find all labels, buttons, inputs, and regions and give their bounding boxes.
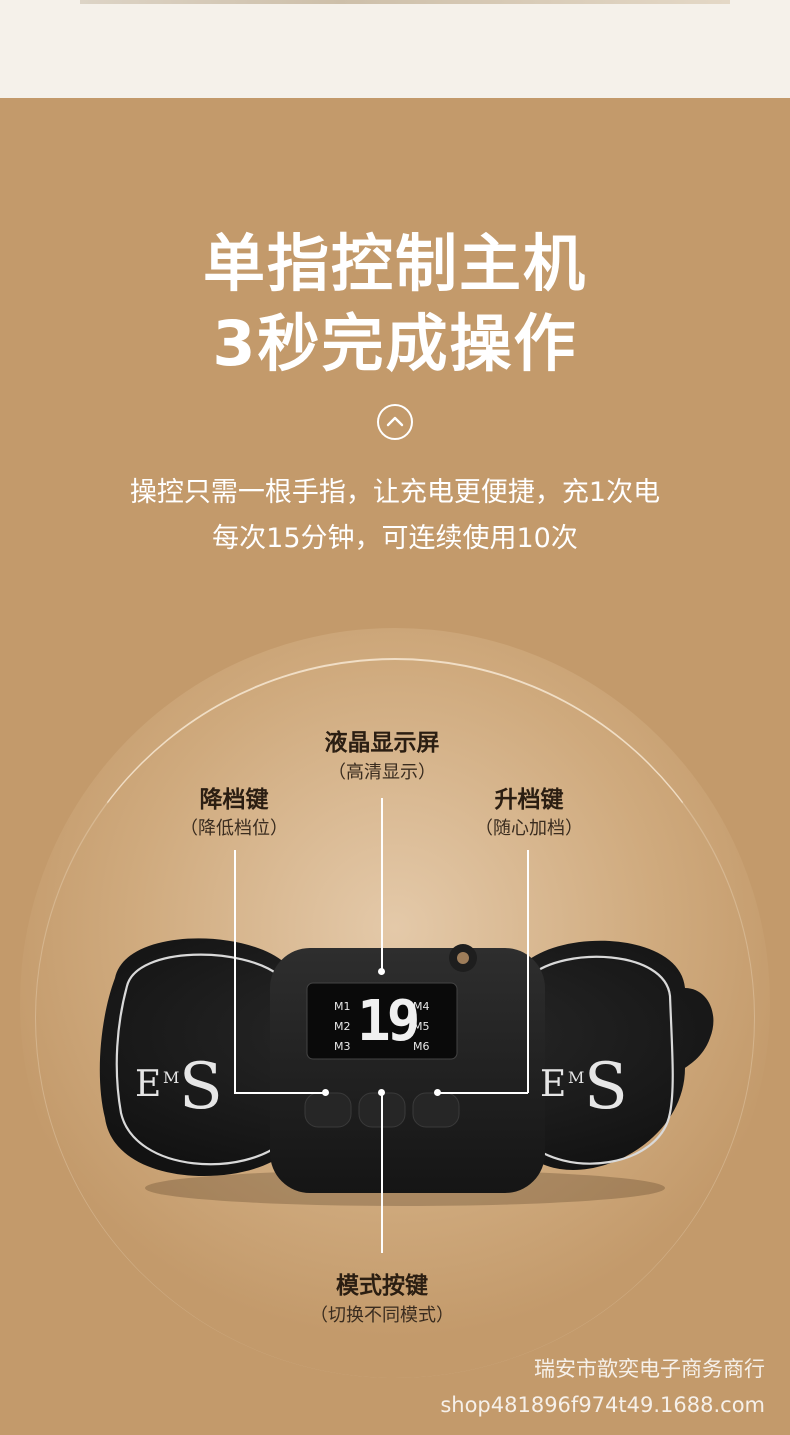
up-key-label-title: 升档键: [494, 787, 564, 813]
lcd-mode-m3: M3: [334, 1040, 351, 1053]
lcd-mode-m4: M4: [413, 1000, 430, 1013]
lcd-mode-m2: M2: [334, 1020, 351, 1033]
ems-massager-device: E M S E M S M1 M2 M3 M4 M5 M6 19: [95, 918, 715, 1218]
shop-url[interactable]: shop481896f974t49.1688.com: [440, 1393, 765, 1417]
svg-text:E: E: [135, 1064, 161, 1105]
headline-line1: 单指控制主机: [202, 227, 587, 300]
up-key-callout-dot: [434, 1089, 441, 1096]
shop-name: 瑞安市歆奕电子商务商行: [534, 1357, 765, 1381]
lcd-callout-dot: [378, 968, 385, 975]
lcd-mode-m1: M1: [334, 1000, 351, 1013]
svg-text:E: E: [540, 1064, 566, 1105]
main-panel: 单指控制主机 3秒完成操作 操控只需一根手指，让充电更便捷，充1次电 每次15分…: [0, 98, 790, 1435]
background-arc: [35, 658, 755, 1378]
lcd-modes-right: M4 M5 M6: [413, 997, 430, 1057]
svg-text:S: S: [179, 1050, 223, 1124]
down-key-callout-dot: [322, 1089, 329, 1096]
svg-text:S: S: [584, 1050, 628, 1124]
up-key-button[interactable]: [413, 1093, 459, 1127]
svg-text:M: M: [568, 1068, 584, 1087]
top-image-strip: [80, 0, 730, 4]
chevron-up-icon: [377, 404, 413, 440]
lcd-callout-line: [381, 798, 383, 972]
mode-key-label-title: 模式按键: [336, 1273, 428, 1299]
down-key-button[interactable]: [305, 1093, 351, 1127]
up-key-callout-horizontal: [436, 1092, 528, 1094]
mode-key-label-sub: （切换不同模式）: [310, 1305, 454, 1326]
lcd-modes-left: M1 M2 M3: [334, 997, 351, 1057]
mode-key-callout-dot: [378, 1089, 385, 1096]
description-line2: 每次15分钟，可连续使用10次: [212, 523, 578, 554]
mode-key-callout-line: [381, 1093, 383, 1253]
up-key-label-sub: （随心加档）: [475, 818, 583, 839]
svg-text:M: M: [163, 1068, 179, 1087]
up-key-callout-vertical: [527, 850, 529, 1093]
down-key-label-title: 降档键: [199, 787, 269, 813]
lcd-mode-m5: M5: [413, 1020, 430, 1033]
top-band: [0, 0, 790, 98]
down-key-callout-vertical: [234, 850, 236, 1093]
lcd-label-title: 液晶显示屏: [324, 730, 440, 756]
lcd-label-sub: （高清显示）: [328, 762, 436, 783]
description-line1: 操控只需一根手指，让充电更便捷，充1次电: [129, 477, 661, 508]
down-key-label-sub: （降低档位）: [180, 818, 288, 839]
lcd-digit-display: 19: [357, 989, 420, 1054]
down-key-callout-horizontal: [234, 1092, 326, 1094]
lcd-mode-m6: M6: [413, 1040, 430, 1053]
headline-line2: 3秒完成操作: [212, 307, 578, 380]
